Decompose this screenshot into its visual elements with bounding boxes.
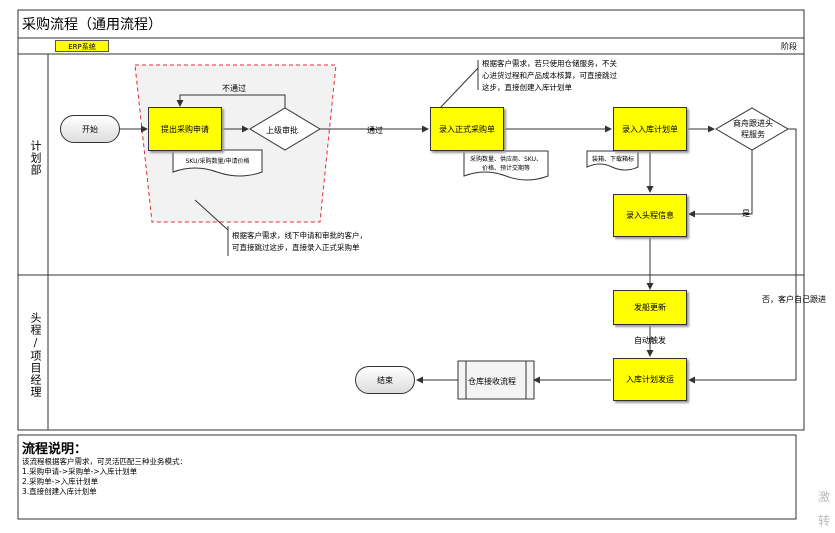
description-frame: [17, 434, 797, 520]
yes-label: 是: [742, 209, 750, 218]
request-doc-shape: [172, 149, 263, 177]
erp-system-tag: ERP系统: [55, 40, 109, 52]
watermark-char: 转: [818, 514, 831, 528]
edge-yes: [688, 150, 753, 218]
request-doc-text: SKU/采购数量/申请价格: [185, 158, 250, 165]
plan-doc-shape: [586, 150, 639, 171]
description-line: 1.采购申请->采购单->入库计划单: [22, 467, 138, 476]
lane-label-planning: 计划部: [29, 140, 42, 176]
phase-label: 阶段: [781, 42, 797, 51]
description-line: 2.采购单->入库计划单: [22, 477, 99, 486]
bottom-annotation-line: 可直接跳过这步，直接录入正式采购单: [232, 243, 360, 252]
po-doc-text: 采购数量、供应商、SKU、价格、预计交期等: [470, 156, 542, 172]
top-annotation-line: 心进货过程和产品成本核算，可直接跳过: [482, 71, 617, 80]
main-frame: [17, 9, 805, 431]
edge-no: [688, 128, 797, 384]
page-title: 采购流程（通用流程）: [22, 17, 162, 33]
plan-doc-text: 装箱、下载箱标: [591, 156, 634, 163]
no-label: 否，客户自己跟进: [762, 295, 826, 304]
warehouse-receive-label: 仓库接收流程: [468, 377, 516, 386]
watermark-char: 激: [818, 490, 831, 504]
optional-request-region: [134, 64, 337, 223]
description-line: 3.直接创建入库计划单: [22, 487, 97, 496]
ship-follow-label: 商舟跟进头程服务: [733, 119, 773, 139]
pass-label: 通过: [367, 126, 383, 135]
ship-update-node: 发船更新: [613, 290, 687, 325]
start-node: 开始: [60, 115, 120, 143]
top-annotation-line: 根据客户需求，若只使用仓储服务，不关: [482, 59, 617, 68]
description-heading: 流程说明：: [22, 442, 88, 457]
auto-trigger-label: 自动触发: [634, 336, 666, 345]
top-annotation-line: 这步，直接创建入库计划单: [482, 83, 572, 92]
approval-label: 上级审批: [266, 126, 298, 135]
bottom-annotation: 根据客户需求，线下申请和审批的客户， 可直接跳过这步，直接录入正式采购单: [232, 230, 367, 254]
enter-first-leg-node: 录入头程信息: [613, 194, 687, 237]
top-annotation-leader: [439, 67, 479, 109]
inbound-dispatch-node: 入库计划发运: [613, 358, 687, 401]
enter-po-node: 录入正式采购单: [430, 107, 504, 151]
po-doc-shape: [463, 150, 549, 181]
bottom-annotation-line: 根据客户需求，线下申请和审批的客户，: [232, 231, 367, 240]
top-annotation: 根据客户需求，若只使用仓储服务，不关 心进货过程和产品成本核算，可直接跳过 这步…: [482, 58, 617, 94]
not-pass-label: 不通过: [222, 84, 246, 93]
enter-inbound-plan-node: 录入入库计划单: [613, 107, 687, 151]
warehouse-box: [457, 360, 535, 400]
bottom-annotation-leader: [194, 199, 229, 231]
end-node: 结束: [355, 366, 415, 394]
edge-not-pass: [176, 94, 286, 108]
lane-label-project-manager: 头程/项目经理: [29, 312, 42, 398]
submit-request-node: 提出采购申请: [148, 107, 222, 151]
description-block: 流程说明： 该流程根据客户需求，可灵活匹配三种业务模式： 1.采购申请->采购单…: [22, 438, 187, 497]
description-line: 该流程根据客户需求，可灵活匹配三种业务模式：: [22, 457, 187, 466]
